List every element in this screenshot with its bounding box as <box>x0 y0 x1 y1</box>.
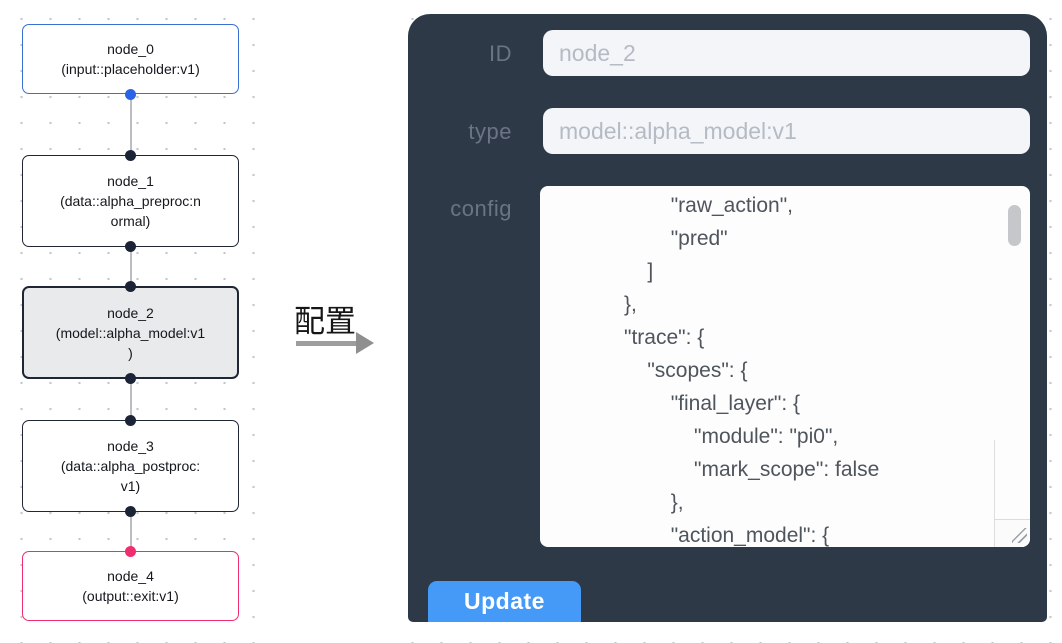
port-dot-output[interactable] <box>125 373 136 384</box>
config-json-text: "raw_action", "pred" ] }, "trace": { "sc… <box>624 194 880 547</box>
arrow-right-icon <box>356 332 374 354</box>
graph-node-node_4[interactable]: node_4 (output::exit:v1) <box>22 551 239 621</box>
arrow-right-icon <box>296 341 358 346</box>
edge-connector <box>130 379 132 420</box>
config-field-label: config <box>450 196 512 221</box>
update-button[interactable]: Update <box>428 581 581 622</box>
port-dot-input[interactable] <box>125 281 136 292</box>
config-textarea[interactable]: "raw_action", "pred" ] }, "trace": { "sc… <box>540 186 1030 547</box>
port-dot-output[interactable] <box>125 506 136 517</box>
resize-corner[interactable] <box>994 519 1030 547</box>
graph-node-node_2-selected[interactable]: node_2 (model::alpha_model:v1 ) <box>22 286 239 379</box>
scrollbar-track <box>994 440 995 520</box>
port-dot-output[interactable] <box>125 89 136 100</box>
graph-node-node_3[interactable]: node_3 (data::alpha_postproc: v1) <box>22 420 239 512</box>
id-input[interactable] <box>543 30 1030 76</box>
edge-connector <box>130 94 132 155</box>
port-dot-input[interactable] <box>125 546 136 557</box>
port-dot-output[interactable] <box>125 241 136 252</box>
type-field-label: type <box>468 119 512 144</box>
edge-connector <box>130 247 132 286</box>
port-dot-input[interactable] <box>125 150 136 161</box>
graph-node-node_0[interactable]: node_0 (input::placeholder:v1) <box>22 24 239 94</box>
graph-node-node_1[interactable]: node_1 (data::alpha_preproc:n ormal) <box>22 155 239 247</box>
node-config-panel: ID type config "raw_action", "pred" ] },… <box>408 14 1047 622</box>
configure-annotation-label: 配置 <box>294 304 356 339</box>
resize-handle-icon <box>1012 528 1027 543</box>
scrollbar-thumb[interactable] <box>1008 205 1021 246</box>
edge-connector <box>130 512 132 551</box>
type-input[interactable] <box>543 108 1030 154</box>
port-dot-input[interactable] <box>125 415 136 426</box>
id-field-label: ID <box>489 41 512 66</box>
